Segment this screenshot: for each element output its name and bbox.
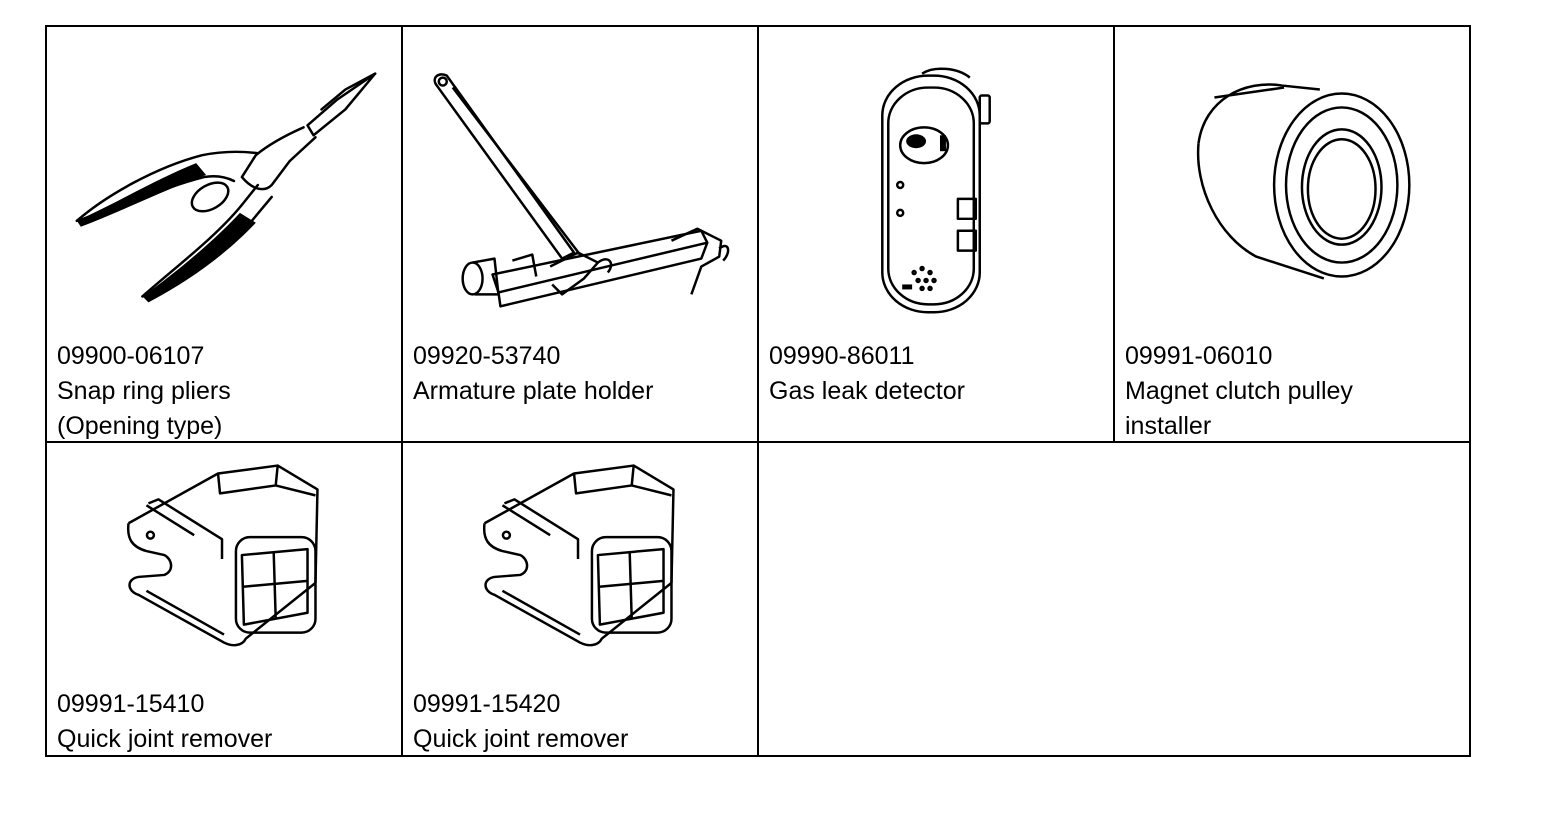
tool-label: 09991-15410 Quick joint remover (57, 687, 272, 757)
gas-leak-detector-icon (881, 67, 991, 314)
part-number: 09920-53740 (413, 342, 561, 370)
tool-label: 09920-53740 Armature plate holder (413, 339, 653, 409)
part-number: 09991-06010 (1125, 342, 1273, 370)
tool-cell: 09900-06107 Snap ring pliers (Opening ty… (45, 25, 403, 444)
tool-name: Snap ring pliers (57, 377, 231, 405)
tool-name: Gas leak detector (769, 377, 965, 405)
tool-name: Armature plate holder (413, 377, 654, 405)
snap-ring-pliers-icon (75, 72, 377, 303)
tool-name: Quick joint remover (57, 725, 273, 753)
tool-label: 09990-86011 Gas leak detector (769, 339, 965, 409)
tool-cell: 09920-53740 Armature plate holder (401, 25, 759, 443)
tool-cell: 09991-15420 Quick joint remover (401, 441, 759, 757)
tool-cell: 09991-15410 Quick joint remover (45, 441, 403, 757)
tool-cell: 09991-06010 Magnet clutch pulley install… (1113, 25, 1471, 444)
tool-name: Quick joint remover (413, 725, 629, 753)
tool-label: 09991-15420 Quick joint remover (413, 687, 628, 757)
armature-plate-holder-icon (433, 73, 730, 308)
empty-cell (757, 441, 1471, 757)
tool-cell: 09990-86011 Gas leak detector (757, 25, 1115, 443)
part-number: 09991-15420 (413, 690, 561, 718)
pulley-installer-icon (1196, 83, 1411, 280)
tool-label: 09900-06107 Snap ring pliers (Opening ty… (57, 339, 231, 444)
quick-joint-remover-icon (482, 464, 675, 647)
part-number: 09990-86011 (769, 342, 915, 370)
tool-name: Magnet clutch pulley (1125, 377, 1353, 405)
tool-name: (Opening type) (57, 412, 223, 440)
part-number: 09900-06107 (57, 342, 205, 370)
tool-label: 09991-06010 Magnet clutch pulley install… (1125, 339, 1353, 444)
special-tools-table: 09900-06107 Snap ring pliers (Opening ty… (45, 25, 1471, 757)
part-number: 09991-15410 (57, 690, 205, 718)
tool-name: installer (1125, 412, 1212, 440)
quick-joint-remover-icon (126, 464, 319, 647)
